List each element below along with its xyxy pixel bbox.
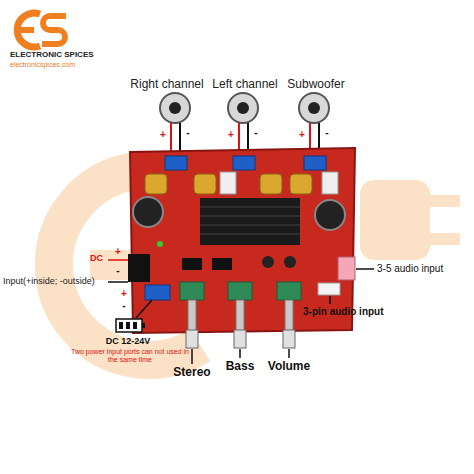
leader-line <box>356 268 374 270</box>
inductor <box>145 174 167 194</box>
watermark-prong <box>430 195 460 207</box>
speaker-cone <box>308 102 320 114</box>
polarity-mark: - <box>325 127 328 139</box>
channel-label: Right channel <box>130 78 203 92</box>
logo-mark <box>14 27 34 33</box>
capacitor <box>284 256 296 268</box>
leader-line <box>108 259 128 261</box>
three-pin-connector <box>318 283 340 295</box>
potentiometer <box>228 282 252 300</box>
potentiometer <box>277 282 301 300</box>
leader-line <box>329 296 331 304</box>
watermark-plug <box>360 180 430 260</box>
amplifier-board <box>130 148 355 333</box>
power-label: DC <box>90 253 103 263</box>
inductor <box>260 174 282 194</box>
speaker <box>160 93 190 123</box>
pot-shaft <box>188 300 196 332</box>
leader-line <box>136 300 152 318</box>
logo-mark <box>42 16 66 44</box>
port-label: 3-5 audio input <box>377 263 443 275</box>
power-terminal <box>145 285 170 300</box>
brand-name: ELECTRONIC SPICES <box>10 50 94 59</box>
terminal-block <box>165 156 187 170</box>
inductor <box>194 174 216 194</box>
speaker-group <box>160 93 329 123</box>
terminal-block <box>304 156 326 170</box>
pot-knurl <box>234 330 246 348</box>
polarity-mark: + <box>115 246 121 258</box>
dc-jack <box>128 254 150 282</box>
control-label: Stereo <box>173 366 210 380</box>
capacitor <box>262 256 274 268</box>
control-label: Volume <box>268 360 310 374</box>
heatsink-fins <box>200 207 300 234</box>
battery-icon <box>119 322 123 329</box>
led <box>157 241 163 247</box>
leader-line <box>288 349 290 358</box>
battery-icon <box>116 319 142 332</box>
speaker-cone <box>237 102 249 114</box>
leader-line <box>108 281 128 283</box>
pot-shaft <box>285 300 293 332</box>
polarity-mark: - <box>254 127 257 139</box>
leader-line <box>191 349 193 364</box>
speaker-cone <box>169 102 181 114</box>
inductor <box>290 174 312 194</box>
brand-url: electronicspices.com <box>10 61 75 69</box>
ic-chip <box>212 258 232 270</box>
potentiometer <box>180 282 204 300</box>
polarity-mark: - <box>186 127 189 139</box>
relay <box>220 172 236 194</box>
voltage-label: DC 12-24V <box>106 336 151 346</box>
pot-shaft <box>236 300 244 332</box>
polarity-mark: + <box>160 129 166 141</box>
capacitor <box>315 200 345 230</box>
pot-knurl <box>283 330 295 348</box>
channel-label: Subwoofer <box>287 78 344 92</box>
polarity-mark: + <box>121 288 127 300</box>
battery-icon <box>142 323 145 328</box>
speaker <box>228 93 258 123</box>
warning-note: Two power input ports can not used in th… <box>70 348 190 364</box>
channel-label: Left channel <box>212 78 277 92</box>
polarity-mark: - <box>116 265 119 277</box>
port-label: 3-pin audio input <box>303 306 384 318</box>
input-note: Input(+inside; -outside) <box>3 276 95 286</box>
pot-knurl <box>186 330 198 348</box>
battery-icon <box>133 322 137 329</box>
relay <box>322 172 338 194</box>
watermark-prong <box>430 233 460 245</box>
speaker <box>299 93 329 123</box>
leader-line <box>239 349 241 358</box>
potentiometers <box>180 282 301 348</box>
polarity-mark: + <box>228 129 234 141</box>
audio-jack <box>338 257 355 280</box>
ic-chip <box>182 258 202 270</box>
battery-icon <box>126 322 130 329</box>
control-label: Bass <box>226 360 255 374</box>
heatsink <box>200 198 300 245</box>
polarity-mark: + <box>299 129 305 141</box>
capacitor <box>133 197 163 227</box>
polarity-mark: - <box>122 300 125 312</box>
terminal-block <box>233 156 255 170</box>
